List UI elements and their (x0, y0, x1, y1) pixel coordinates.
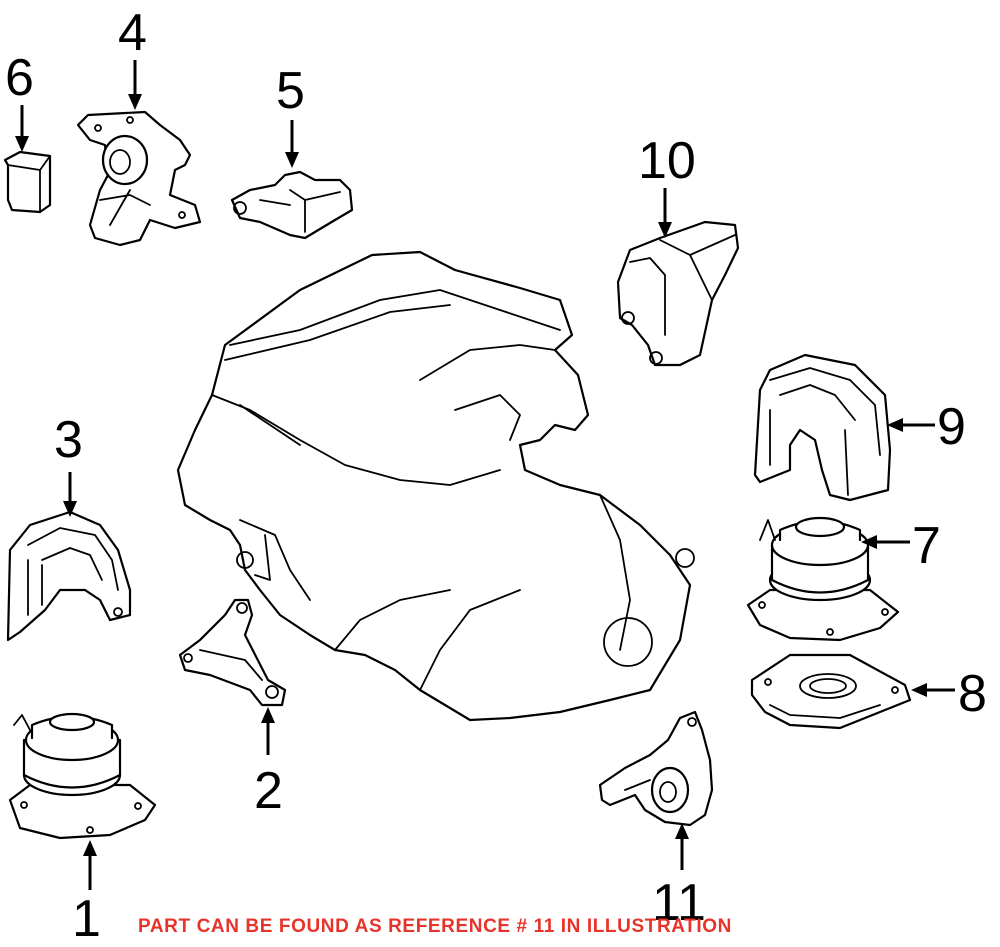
callout-1: 1 (72, 890, 101, 947)
part-9-cover (753, 353, 892, 502)
part-7-mount (746, 516, 900, 642)
part-1-mount (8, 712, 157, 840)
part-11-mount (598, 710, 714, 827)
part-8-plate (750, 653, 912, 730)
part-4-bracket (76, 110, 202, 247)
callout-2: 2 (254, 762, 283, 820)
callout-9: 9 (937, 398, 966, 456)
part-3-cover (6, 510, 132, 642)
callout-labels: 1 2 3 4 5 6 7 8 9 10 11 (5, 4, 987, 947)
callout-6: 6 (5, 49, 34, 107)
callout-3: 3 (54, 411, 83, 469)
part-10-bracket (616, 220, 740, 367)
callout-8: 8 (958, 665, 987, 723)
callout-11: 11 (652, 874, 706, 932)
part-5-bracket (230, 170, 354, 240)
callout-5: 5 (276, 62, 305, 120)
engine-block (176, 250, 695, 722)
part-6-block (3, 150, 52, 214)
callout-10: 10 (638, 132, 696, 190)
part-2-bracket (178, 598, 287, 707)
reference-note: PART CAN BE FOUND AS REFERENCE # 11 IN I… (138, 916, 732, 937)
leader-arrows (15, 60, 955, 890)
callout-7: 7 (912, 517, 941, 575)
callout-4: 4 (118, 4, 147, 62)
